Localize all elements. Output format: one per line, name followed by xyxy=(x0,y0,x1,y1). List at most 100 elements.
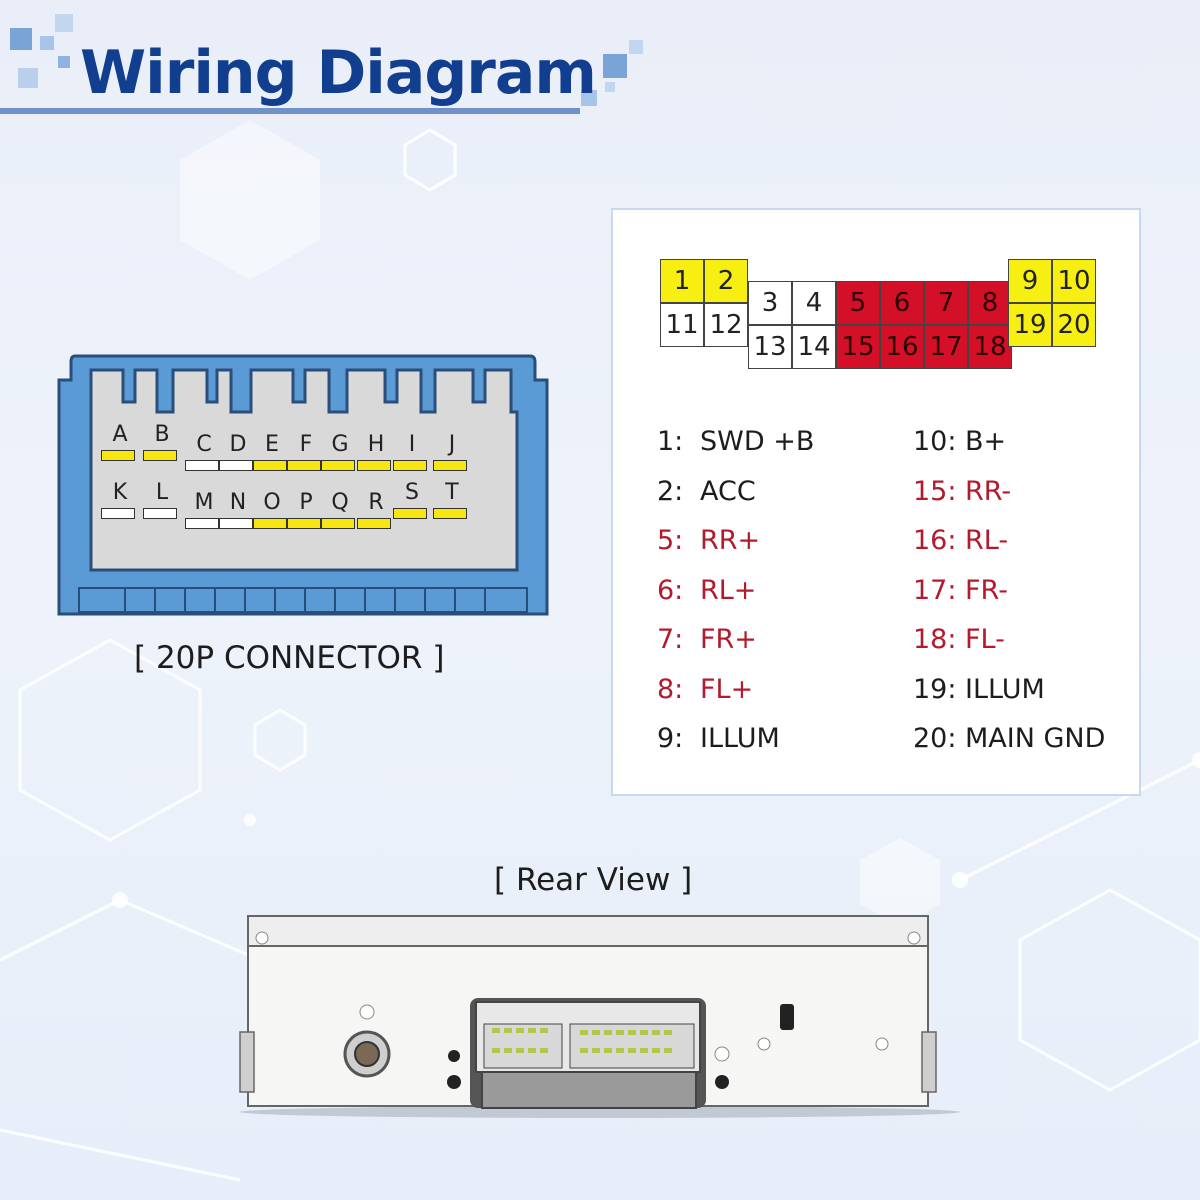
connector-pin-slot xyxy=(357,518,391,529)
connector-pin-slot xyxy=(219,460,253,471)
connector-pin-letter: O xyxy=(263,490,281,515)
pin-cell-17: 17 xyxy=(924,325,968,369)
legend-item: 8: FL+ xyxy=(657,673,753,705)
connector-pin-slot xyxy=(357,460,391,471)
pin-cell-8: 8 xyxy=(968,281,1012,325)
connector-pin-slot xyxy=(393,508,427,519)
connector-pin-letter: F xyxy=(299,432,313,457)
legend-item: 2: ACC xyxy=(657,475,756,507)
connector-pin-letter: L xyxy=(155,480,169,505)
connector-pin-letter: A xyxy=(112,422,128,447)
legend-pin-function: FL- xyxy=(965,624,1005,655)
legend-pin-number: 1: xyxy=(657,426,684,457)
pin-cell-15: 15 xyxy=(836,325,880,369)
legend-pin-function: SWD +B xyxy=(700,426,815,457)
legend-pin-function: RR+ xyxy=(700,525,761,556)
connector-pin-letter: M xyxy=(194,490,214,515)
connector-pin-letter: B xyxy=(154,422,170,447)
legend-item: 16: RL- xyxy=(913,525,1008,556)
pin-cell-12: 12 xyxy=(704,303,748,347)
connector-pin-slot xyxy=(101,450,135,461)
legend-pin-function: MAIN GND xyxy=(965,723,1106,754)
connector-pin-slot xyxy=(101,508,135,519)
legend-pin-number: 16: xyxy=(913,525,957,556)
head-unit-rear-view xyxy=(239,915,960,1118)
connector-pin-letter: I xyxy=(408,432,416,457)
legend-pin-number: 17: xyxy=(913,574,957,606)
legend-pin-number: 7: xyxy=(657,624,684,655)
connector-pin-slot xyxy=(185,460,219,471)
pin-cell-19: 19 xyxy=(1008,303,1052,347)
legend-pin-function: B+ xyxy=(965,426,1007,457)
connector-pin-slot xyxy=(393,460,427,471)
connector-pin-letter: K xyxy=(112,480,128,505)
pin-cell-18: 18 xyxy=(968,325,1012,369)
connector-pin-letter: G xyxy=(331,432,349,457)
rear-view-label: [ Rear View ] xyxy=(494,862,693,898)
connector-pin-slot xyxy=(253,518,287,529)
connector-pin-slot xyxy=(287,460,321,471)
pin-cell-5: 5 xyxy=(836,281,880,325)
pin-cell-3: 3 xyxy=(748,281,792,325)
connector-pin-letter: N xyxy=(229,490,247,515)
legend-item: 1: SWD +B xyxy=(657,426,814,457)
connector-pin-letter: T xyxy=(445,480,459,505)
legend-item: 5: RR+ xyxy=(657,525,760,556)
legend-pin-number: 9: xyxy=(657,723,684,754)
legend-pin-function: RL+ xyxy=(700,574,757,606)
page-title: Wiring Diagram xyxy=(80,38,597,108)
legend-item: 9: ILLUM xyxy=(657,723,780,754)
connector-pin-slot xyxy=(321,460,355,471)
legend-item: 10: B+ xyxy=(913,426,1006,457)
connector-label: [ 20P CONNECTOR ] xyxy=(134,640,445,676)
legend-pin-number: 18: xyxy=(913,624,957,655)
legend-pin-function: FR+ xyxy=(700,624,757,655)
connector-pin-letter: R xyxy=(368,490,384,515)
pin-cell-9: 9 xyxy=(1008,259,1052,303)
connector-pin-slot xyxy=(253,460,287,471)
connector-pin-letter: D xyxy=(229,432,247,457)
connector-pin-letter: H xyxy=(367,432,385,457)
legend-item: 7: FR+ xyxy=(657,624,757,655)
legend-item: 6:RL+ xyxy=(657,575,756,606)
legend-pin-function: RR- xyxy=(965,475,1012,507)
pin-cell-20: 20 xyxy=(1052,303,1096,347)
legend-item: 20: MAIN GND xyxy=(913,723,1105,754)
title-underline xyxy=(0,108,580,114)
pin-cell-7: 7 xyxy=(924,281,968,325)
legend-item: 18: FL- xyxy=(913,624,1005,655)
connector-pin-letter: P xyxy=(299,490,313,515)
legend-item: 17:FR- xyxy=(913,574,1008,606)
connector-pin-letter: J xyxy=(448,432,456,457)
legend-pin-number: 8: xyxy=(657,673,684,705)
connector-pin-letter: Q xyxy=(331,490,349,515)
legend-pin-function: RL- xyxy=(965,525,1009,556)
title-decoration-right xyxy=(575,40,655,110)
legend-pin-number: 15: xyxy=(913,475,957,507)
legend-pin-function: FL+ xyxy=(700,673,754,705)
pin-cell-11: 11 xyxy=(660,303,704,347)
connector-pin-slot xyxy=(185,518,219,529)
legend-pin-number: 10: xyxy=(913,426,957,457)
pin-cell-4: 4 xyxy=(792,281,836,325)
legend-item: 19:ILLUM xyxy=(913,673,1045,705)
connector-pin-slot xyxy=(433,508,467,519)
connector-pin-slot xyxy=(143,450,177,461)
connector-pin-slot xyxy=(433,460,467,471)
connector-pin-slot xyxy=(287,518,321,529)
connector-pin-slot xyxy=(143,508,177,519)
connector-pin-letter: C xyxy=(196,432,212,457)
legend-pin-number: 19: xyxy=(913,673,957,705)
connector-pin-letter: S xyxy=(405,480,419,505)
legend-pin-number: 5: xyxy=(657,525,684,556)
legend-pin-number: 20: xyxy=(913,723,957,754)
legend-pin-function: ACC xyxy=(700,475,756,507)
pin-cell-1: 1 xyxy=(660,259,704,303)
legend-pin-number: 2: xyxy=(657,475,684,507)
legend-pin-function: ILLUM xyxy=(965,673,1045,705)
legend-item: 15:RR- xyxy=(913,475,1011,507)
connector-pin-slot xyxy=(321,518,355,529)
legend-pin-function: ILLUM xyxy=(700,723,780,754)
pin-cell-14: 14 xyxy=(792,325,836,369)
pin-cell-6: 6 xyxy=(880,281,924,325)
